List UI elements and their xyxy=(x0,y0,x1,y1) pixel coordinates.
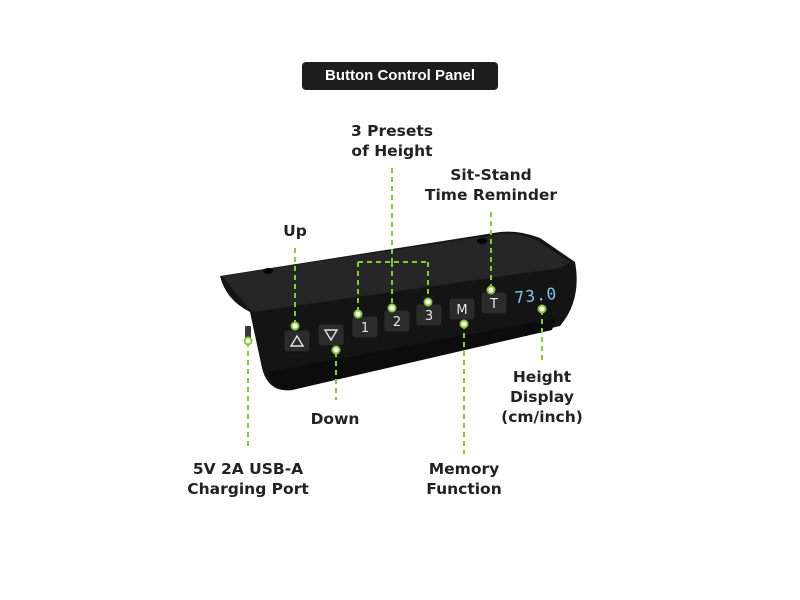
svg-text:M: M xyxy=(456,303,467,318)
panel-front-lip xyxy=(268,318,556,391)
callout-lines xyxy=(247,168,543,454)
panel-top-face xyxy=(222,233,570,312)
svg-text:1: 1 xyxy=(361,321,369,336)
svg-text:2: 2 xyxy=(393,315,401,330)
up-arrow-icon xyxy=(289,334,305,347)
svg-text:T: T xyxy=(489,297,498,312)
callout-dots xyxy=(243,285,547,355)
label-up: Up xyxy=(283,222,307,240)
preset-1-button[interactable]: 1 xyxy=(351,315,379,339)
preset-3-button[interactable]: 3 xyxy=(415,303,443,327)
svg-text:3: 3 xyxy=(425,309,433,324)
title-badge: Button Control Panel xyxy=(302,62,498,90)
down-button[interactable] xyxy=(317,323,345,347)
down-arrow-icon xyxy=(323,329,339,342)
label-down: Down xyxy=(310,410,360,428)
mount-hole-left xyxy=(263,268,273,274)
preset-2-button[interactable]: 2 xyxy=(383,309,411,333)
memory-button[interactable]: M xyxy=(448,297,476,321)
mount-hole-right xyxy=(477,238,487,244)
timer-button[interactable]: T xyxy=(480,291,508,315)
up-button[interactable] xyxy=(283,329,311,353)
height-display: 73.0 xyxy=(514,284,558,307)
